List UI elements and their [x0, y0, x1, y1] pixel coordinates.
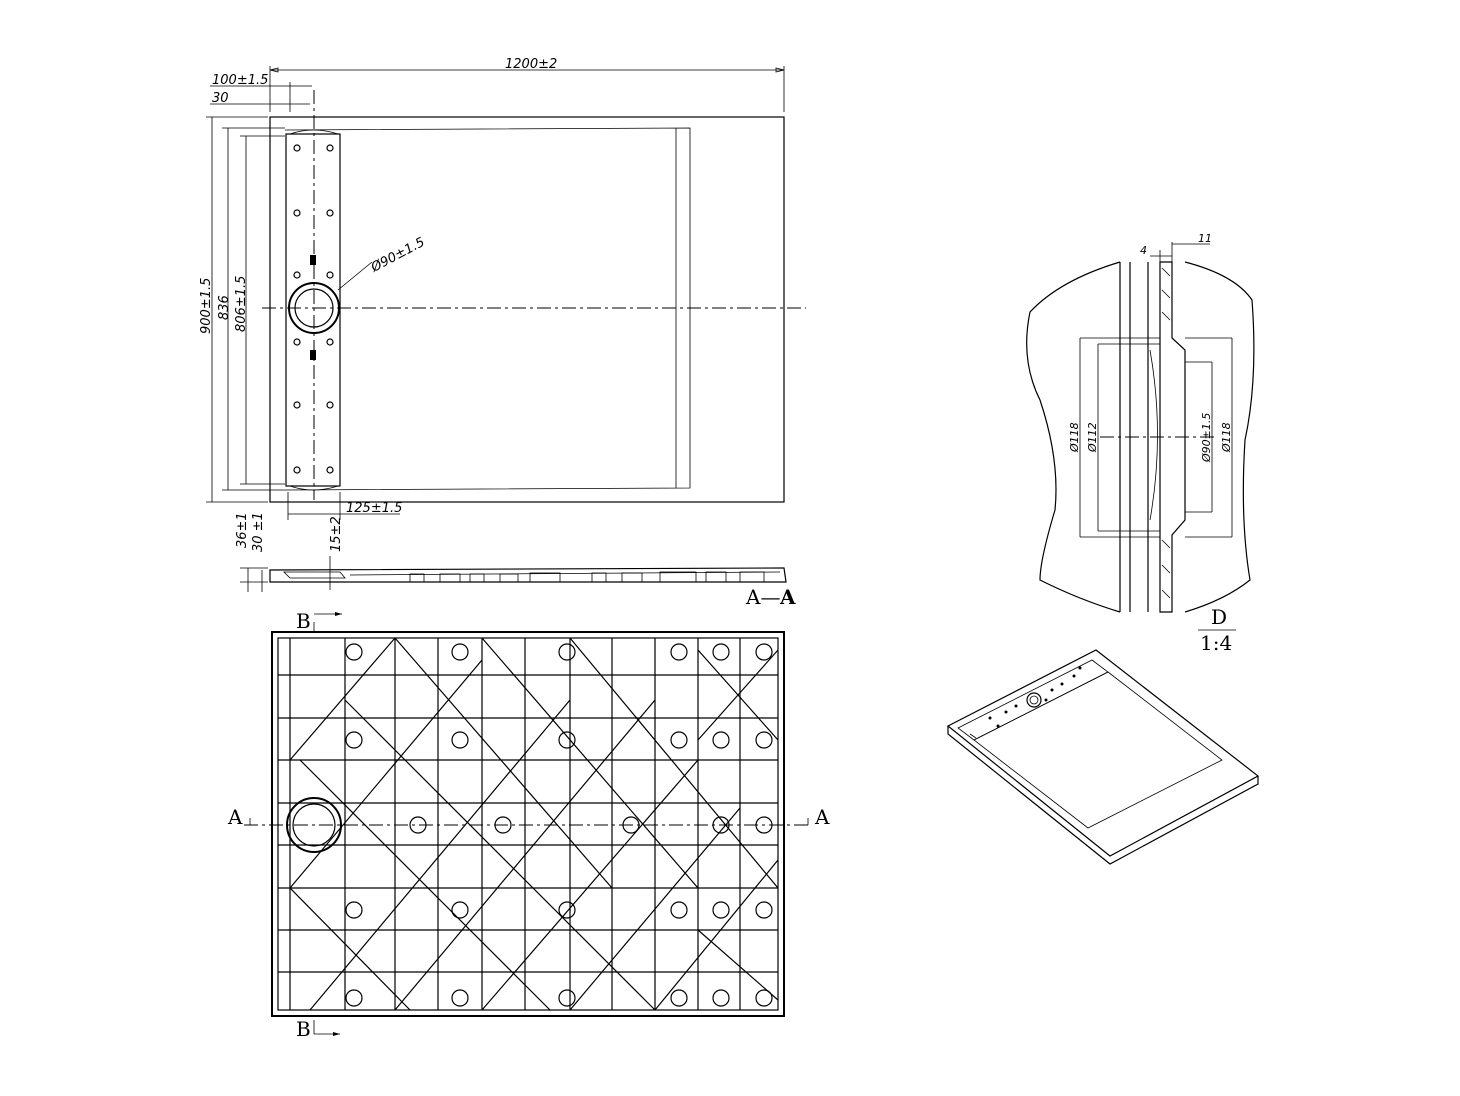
- dim-118-left: Ø118: [1068, 422, 1081, 453]
- section-b-bottom: B: [296, 1017, 311, 1041]
- section-a-left: A: [227, 805, 243, 829]
- drain-channel: [285, 133, 341, 487]
- bottom-outline: [271, 631, 785, 1017]
- dim-118-right: Ø118: [1220, 422, 1233, 453]
- dim-edge: 100±1.5: [212, 73, 268, 88]
- rib-grid: [278, 637, 779, 1011]
- dim-36: 36±1: [235, 512, 250, 548]
- section-label-a: A—: [745, 585, 780, 609]
- detail-view: 4 11 Ø118 Ø112 Ø90±1.5 Ø118 D 1:4: [1026, 232, 1255, 655]
- detail-break-left: [1026, 261, 1121, 613]
- dim-806: 806±1.5: [234, 276, 249, 332]
- drain-cross-section: [1159, 261, 1186, 613]
- top-view: 1200±2 100±1.5 30 900±1.5 836 806±1.5 Ø9…: [199, 57, 806, 520]
- dim-4: 4: [1140, 244, 1147, 257]
- iso-edge: [947, 726, 1259, 865]
- detail-scale: 1:4: [1200, 631, 1232, 655]
- detail-break-right: [1184, 261, 1255, 613]
- dim-height: 900±1.5: [199, 278, 214, 334]
- section-label-a-bold: A: [779, 585, 796, 609]
- dim-width: 1200±2: [505, 57, 557, 72]
- side-profile: [269, 567, 787, 583]
- dim-90: Ø90±1.5: [1200, 413, 1213, 463]
- channel-holes: [293, 144, 334, 474]
- isometric-view: [946, 649, 1260, 865]
- dim-30: 30 ±1: [251, 512, 266, 552]
- dim-11: 11: [1198, 232, 1212, 245]
- iso-top: [946, 649, 1260, 857]
- dim-drain: Ø90±1.5: [368, 235, 427, 276]
- dim-112: Ø112: [1086, 422, 1099, 453]
- section-a-right: A: [814, 805, 830, 829]
- tray-outline: [269, 116, 785, 503]
- support-bosses: [345, 643, 773, 1007]
- bottom-view: B B A A: [227, 609, 830, 1041]
- dim-836: 836: [217, 295, 232, 320]
- dim-offset: 30: [212, 91, 229, 106]
- detail-label: D: [1211, 605, 1227, 629]
- section-b-top: B: [296, 609, 311, 633]
- tray-recess: [284, 127, 691, 491]
- side-view: 36±1 30 ±1 15±2 A— A: [235, 512, 796, 609]
- dim-15: 15±2: [329, 516, 344, 552]
- dim-channel: 125±1.5: [346, 501, 402, 516]
